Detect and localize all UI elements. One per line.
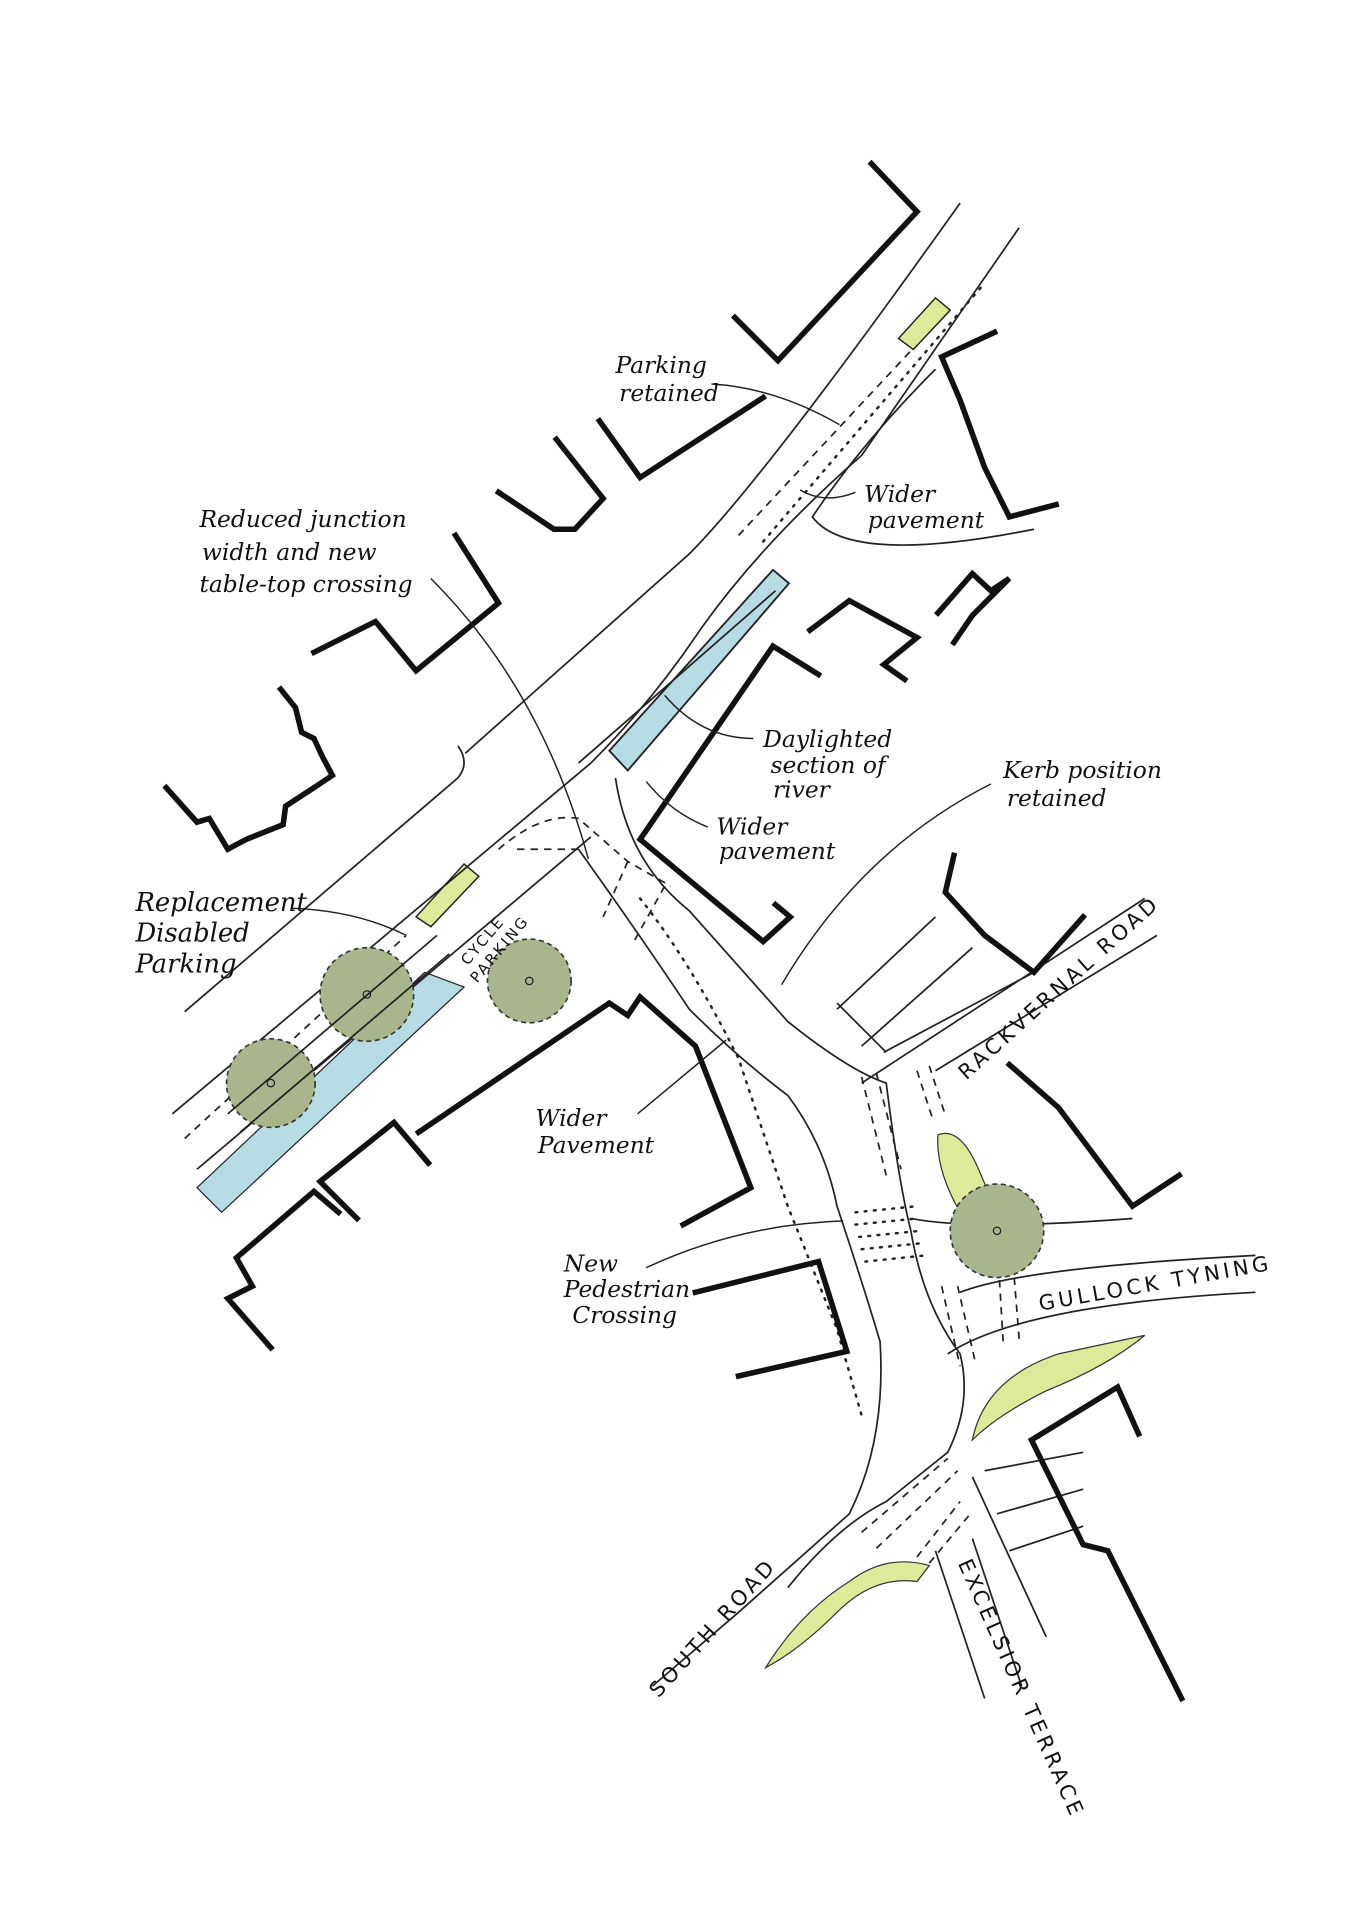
road-edge-se	[614, 368, 1035, 1589]
road-name-gullock: GULLOCK TYNING	[1037, 1251, 1274, 1316]
junction-crossing	[497, 816, 672, 942]
parking-bay-top	[897, 296, 952, 351]
leader-wider-mid	[645, 781, 709, 828]
leader-parking	[711, 383, 840, 426]
leader-wider-top	[799, 489, 856, 499]
parking-line-top	[737, 350, 912, 536]
tree	[225, 1037, 316, 1129]
tree	[486, 938, 572, 1024]
river-over-trees	[227, 934, 450, 1133]
river-daylighted	[608, 568, 791, 772]
road-name-excelsior: EXCELSIOR TERRACE	[953, 1555, 1089, 1822]
rackvernal-crossing	[860, 1065, 947, 1176]
gullock-crossing	[940, 1277, 1021, 1367]
road-edge-nw	[184, 202, 961, 1013]
leader-crossing	[645, 1220, 844, 1269]
excelsior-edges	[934, 1451, 1084, 1699]
rackvernal-edges	[836, 897, 1158, 1084]
river-lower	[196, 971, 466, 1214]
road-name-rackvernal: RACKVERNAL ROAD	[954, 891, 1165, 1085]
disabled-parking-bay	[414, 862, 480, 928]
leader-kerb	[780, 783, 992, 985]
road-edge-west-south	[577, 848, 882, 1687]
leader-daylight	[664, 694, 754, 740]
leader-replacement	[292, 907, 407, 937]
pavement-dots-top	[761, 281, 986, 543]
south-crossing	[861, 1457, 974, 1564]
verge-gullock	[971, 1334, 1146, 1442]
verge-south	[763, 1561, 931, 1670]
road-name-south: SOUTH ROAD	[644, 1553, 781, 1701]
leader-junction	[430, 577, 590, 860]
tree	[949, 1183, 1045, 1279]
leader-wider-low	[637, 1039, 727, 1115]
buildings	[162, 159, 1186, 1703]
pavement-dots-mid	[638, 897, 863, 1417]
road-edge-nw-outer	[171, 227, 1020, 1115]
